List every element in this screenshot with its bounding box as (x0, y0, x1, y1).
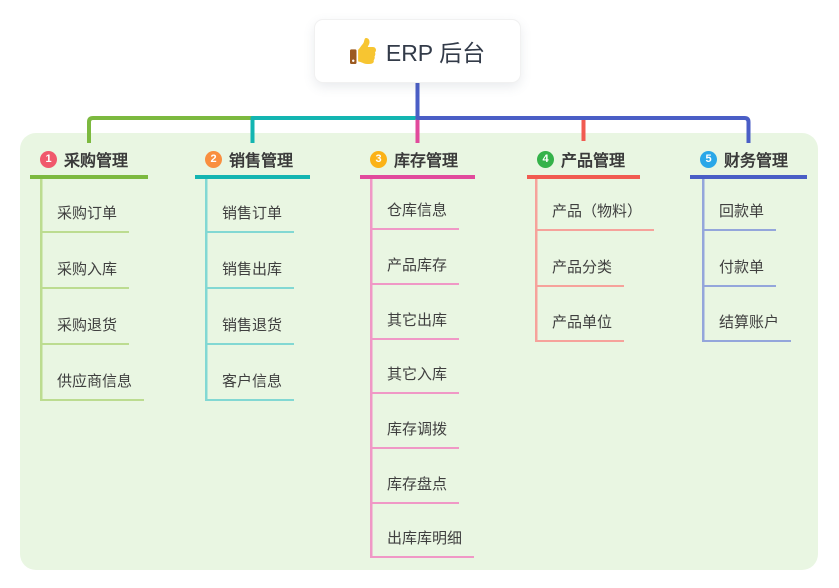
child-node[interactable]: 库存调拨 (370, 421, 460, 449)
branch-number-badge: 5 (700, 150, 717, 168)
child-node[interactable]: 产品库存 (370, 257, 460, 285)
branch-label: 采购管理 (64, 153, 129, 170)
branch-number-badge: 2 (205, 150, 222, 168)
child-node[interactable]: 销售订单 (205, 205, 295, 233)
child-node[interactable]: 销售退货 (205, 317, 295, 345)
branch-label: 财务管理 (724, 153, 789, 170)
child-node[interactable]: 其它出库 (370, 312, 460, 340)
child-node[interactable]: 仓库信息 (370, 202, 460, 230)
child-node[interactable]: 产品分类 (535, 259, 625, 287)
root-node[interactable]: ERP 后台 (315, 20, 520, 82)
thumbs-up-icon (349, 38, 376, 64)
branch-title[interactable]: 3 库存管理 (360, 143, 475, 179)
child-node[interactable]: 供应商信息 (40, 373, 145, 401)
root-label: ERP 后台 (385, 40, 486, 66)
child-node[interactable]: 回款单 (702, 203, 777, 231)
branch-title[interactable]: 5 财务管理 (690, 143, 807, 179)
child-node[interactable]: 库存盘点 (370, 476, 460, 504)
child-node[interactable]: 产品（物料） (535, 203, 655, 231)
branch-title[interactable]: 1 采购管理 (30, 143, 148, 179)
branch-title[interactable]: 4 产品管理 (527, 143, 640, 179)
child-node[interactable]: 客户信息 (205, 373, 295, 401)
child-node[interactable]: 付款单 (702, 259, 777, 287)
branch-label: 库存管理 (394, 153, 459, 170)
branch-label: 产品管理 (561, 153, 626, 170)
branch-label: 销售管理 (229, 153, 294, 170)
child-node[interactable]: 采购退货 (40, 317, 130, 345)
child-node[interactable]: 采购入库 (40, 261, 130, 289)
child-node[interactable]: 其它入库 (370, 366, 460, 394)
child-node[interactable]: 结算账户 (702, 314, 792, 342)
child-node[interactable]: 产品单位 (535, 314, 625, 342)
child-node[interactable]: 销售出库 (205, 261, 295, 289)
branches-panel (20, 133, 818, 570)
child-node[interactable]: 出库库明细 (370, 530, 475, 558)
child-node[interactable]: 采购订单 (40, 205, 130, 233)
branch-number-badge: 4 (537, 150, 554, 168)
branch-number-badge: 1 (40, 150, 57, 168)
branch-title[interactable]: 2 销售管理 (195, 143, 310, 179)
branch-number-badge: 3 (370, 150, 387, 168)
